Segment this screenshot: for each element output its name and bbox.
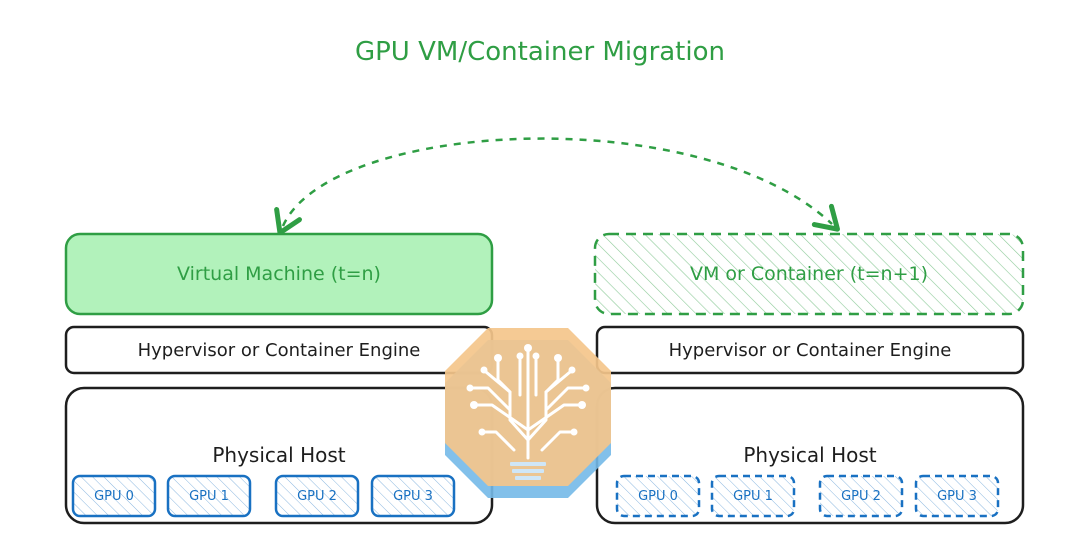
target-vm-label: VM or Container (t=n+1) [689,263,929,285]
source-gpu-label: GPU 3 [393,488,433,504]
target-gpu-box [615,474,701,518]
target-hypervisor-label: Hypervisor or Container Engine [668,339,952,361]
source-gpu-label: GPU 1 [189,488,229,504]
target-vm-box [593,232,1025,316]
target-hypervisor-box [595,325,1025,375]
target-gpu-label: GPU 1 [733,488,773,504]
source-gpu-label: GPU 0 [94,488,134,504]
source-gpu-group [71,474,456,518]
source-vm-label: Virtual Machine (t=n) [177,263,381,285]
source-gpu-box [71,474,157,518]
target-gpu-box [818,474,904,518]
migration-arrow [274,137,840,236]
diagram-title: GPU VM/Container Migration [354,37,725,67]
source-vm-box [64,232,494,316]
source-gpu-box [274,474,360,518]
source-gpu-box [166,474,252,518]
target-host-label: Physical Host [743,443,877,467]
circuit-lightbulb-icon [445,328,611,498]
source-host-label: Physical Host [212,443,346,467]
target-gpu-label: GPU 3 [937,488,977,504]
target-gpu-box [710,474,796,518]
source-gpu-box [370,474,456,518]
source-hypervisor-label: Hypervisor or Container Engine [137,339,421,361]
target-gpu-box [914,474,1000,518]
target-gpu-label: GPU 2 [841,488,881,504]
source-gpu-label: GPU 2 [297,488,337,504]
target-gpu-group [615,474,1000,518]
target-gpu-label: GPU 0 [638,488,678,504]
